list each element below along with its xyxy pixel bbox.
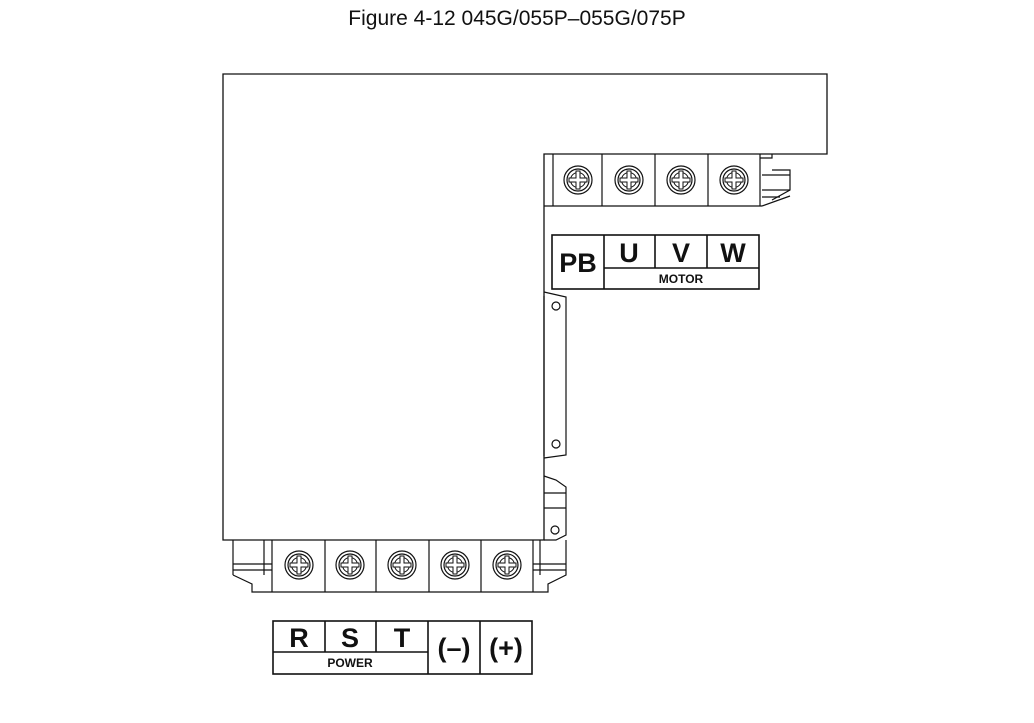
side-bracket [543,475,567,541]
power-group-label: POWER [327,656,373,670]
motor-group-label: MOTOR [659,272,704,286]
figure-caption: Figure 4-12 045G/055P–055G/075P [348,7,686,30]
screw-terminal-icon [335,550,365,580]
r-label: R [289,623,309,653]
v-label: V [672,238,690,268]
screw-terminal-icon [563,165,593,195]
screw-terminal-icon [666,165,696,195]
power-terminal-block [232,540,567,593]
pb-label: PB [559,248,597,278]
screw-terminal-icon [284,550,314,580]
motor-terminal-block [544,154,791,207]
screw-terminal-icon [440,550,470,580]
motor-label-table [551,234,760,290]
drive-enclosure [222,73,828,541]
w-label: W [720,238,746,268]
screw-terminal-icon [614,165,644,195]
t-label: T [394,623,411,653]
positive-terminal-label: (+) [489,633,523,663]
screw-terminal-icon [719,165,749,195]
screw-terminal-icon [492,550,522,580]
s-label: S [341,623,359,653]
negative-terminal-label: (–) [438,633,471,663]
power-label-table [272,620,533,675]
side-rail [543,291,567,459]
u-label: U [619,238,639,268]
screw-terminal-icon [387,550,417,580]
